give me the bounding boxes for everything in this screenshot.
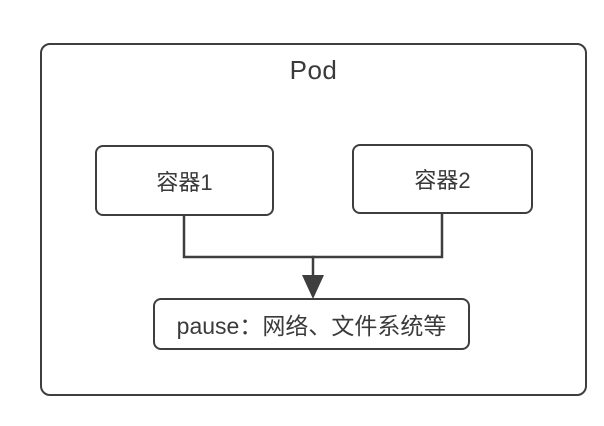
pod-title: Pod	[289, 55, 338, 85]
node-pause: pause：网络、文件系统等	[153, 298, 470, 350]
node-container1-label: 容器1	[156, 169, 213, 195]
node-container2-label: 容器2	[414, 168, 471, 193]
node-container2: 容器2	[352, 144, 533, 214]
node-container1: 容器1	[95, 145, 274, 216]
node-pause-label: pause：网络、文件系统等	[176, 313, 447, 339]
